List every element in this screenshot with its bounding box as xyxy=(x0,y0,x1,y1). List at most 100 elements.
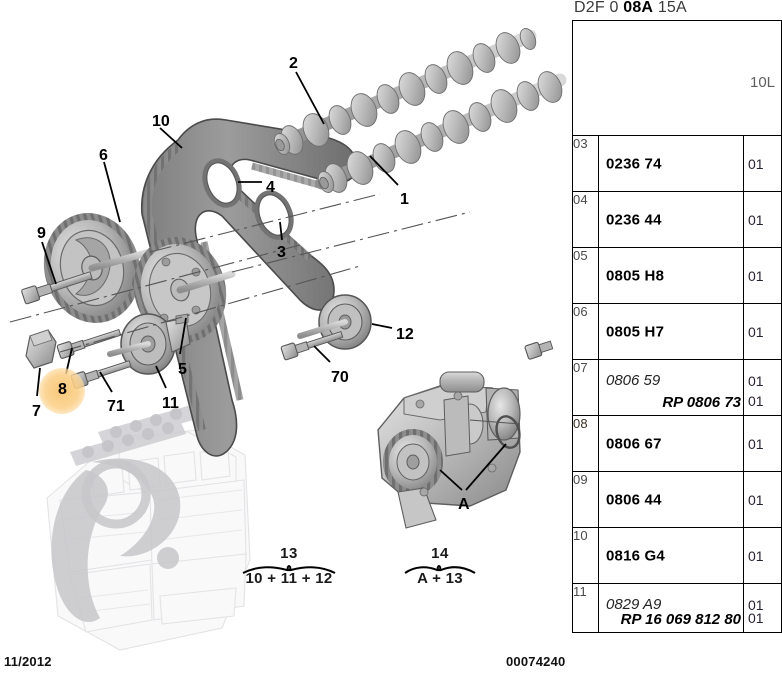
row-index: 09 xyxy=(572,471,599,528)
table-row-selected[interactable]: 08 0806 67 01 xyxy=(572,415,782,472)
assembly-13-result: 13 xyxy=(280,545,298,562)
quantity-value: 01 xyxy=(748,373,764,389)
table-row[interactable]: 03 0236 74 01 xyxy=(572,135,782,192)
part-reference: 0829 A9 xyxy=(606,596,662,613)
fastener-bolts xyxy=(21,271,554,389)
row-index: 04 xyxy=(572,191,599,248)
row-quantity: 01 xyxy=(742,527,782,584)
camshaft-inlet xyxy=(271,28,537,155)
callout-4: 4 xyxy=(266,179,275,196)
row-quantity: 01 xyxy=(742,303,782,360)
row-quantity: 01 xyxy=(742,135,782,192)
row-reference[interactable]: 0829 A9 RP 16 069 812 80 xyxy=(598,583,744,633)
table-row[interactable]: 09 0806 44 01 xyxy=(572,471,782,528)
row-reference[interactable]: 0805 H8 xyxy=(598,247,744,304)
part-reference: 0806 67 xyxy=(606,435,662,452)
brace-glyph xyxy=(404,564,476,574)
callout-10: 10 xyxy=(152,113,170,130)
table-row[interactable]: 07 0806 59 RP 0806 73 01 01 xyxy=(572,359,782,416)
table-row[interactable]: 05 0805 H8 01 xyxy=(572,247,782,304)
table-row[interactable]: 06 0805 H7 01 xyxy=(572,303,782,360)
parts-table: 10L 03 0236 74 01 04 0236 44 xyxy=(571,20,782,633)
part-reference: 0806 59 xyxy=(606,372,661,389)
quantity-value: 01 xyxy=(748,435,764,452)
table-header-row: 10L xyxy=(571,20,782,136)
part-reference: 0806 44 xyxy=(606,491,662,508)
part-reference: 0816 G4 xyxy=(606,547,665,564)
water-pump-assembly xyxy=(377,371,521,529)
part-reference: 0805 H8 xyxy=(606,267,665,284)
table-row[interactable]: 04 0236 44 01 xyxy=(572,191,782,248)
quantity-value: 01 xyxy=(748,547,764,564)
row-index: 06 xyxy=(572,303,599,360)
blanking-plug-7 xyxy=(25,329,57,369)
callout-6: 6 xyxy=(99,147,108,164)
callout-8: 8 xyxy=(58,381,67,398)
callout-9: 9 xyxy=(37,225,46,242)
section-code-prefix: D2F 0 xyxy=(574,0,624,16)
brace-glyph xyxy=(242,564,336,574)
brace-icon xyxy=(403,562,477,574)
assembly-14-result: 14 xyxy=(431,545,449,562)
catalogue-section-code: D2F 0 08A 15A xyxy=(574,0,687,17)
camshaft-hub-5 xyxy=(133,237,236,343)
row-reference[interactable]: 0236 74 xyxy=(598,135,744,192)
quantity-value: 01 xyxy=(748,323,764,340)
quantity-value-alt: 01 xyxy=(748,610,764,626)
row-index: 10 xyxy=(572,527,599,584)
parts-table-body: 10L 03 0236 74 01 04 0236 44 xyxy=(571,20,782,633)
callout-leader-lines xyxy=(36,71,507,491)
quantity-value: 01 xyxy=(748,155,764,172)
brace-icon xyxy=(241,562,337,574)
quantity-value: 01 xyxy=(748,597,764,613)
quantity-value: 01 xyxy=(748,211,764,228)
callout-7: 7 xyxy=(32,403,41,420)
row-index: 03 xyxy=(572,135,599,192)
callout-2: 2 xyxy=(289,55,298,72)
row-reference[interactable]: 0816 G4 xyxy=(598,527,744,584)
row-quantity: 01 xyxy=(742,415,782,472)
callout-A: A xyxy=(458,496,470,513)
centre-axis-lines xyxy=(9,193,471,353)
row-quantity: 01 xyxy=(742,471,782,528)
callout-1: 1 xyxy=(400,191,409,208)
part-reference: 0236 74 xyxy=(606,155,662,172)
drawing-number: 00074240 xyxy=(506,654,566,669)
row-reference[interactable]: 0806 67 xyxy=(598,415,744,472)
row-reference[interactable]: 0236 44 xyxy=(598,191,744,248)
timing-belt-assembly-illustration xyxy=(9,28,567,651)
row-quantity: 01 xyxy=(742,247,782,304)
callout-71: 71 xyxy=(107,398,125,415)
exploded-view-diagram: 1 2 3 4 5 6 7 8 9 10 11 12 70 71 A 13 10… xyxy=(4,28,567,669)
assembly-note-13: 13 10 + 11 + 12 xyxy=(241,546,337,587)
row-quantity: 01 xyxy=(742,191,782,248)
replacement-reference: RP 16 069 812 80 xyxy=(620,611,741,628)
row-quantity: 01 01 xyxy=(742,359,782,416)
section-code-bold: 08A xyxy=(623,0,654,16)
row-index: 05 xyxy=(572,247,599,304)
row-reference[interactable]: 0806 44 xyxy=(598,471,744,528)
header-note: 10L xyxy=(749,74,776,91)
callout-12: 12 xyxy=(396,326,414,343)
table-row[interactable]: 10 0816 G4 01 xyxy=(572,527,782,584)
belt-tensioner-11 xyxy=(107,313,191,375)
row-quantity: 01 01 xyxy=(742,583,782,633)
row-reference[interactable]: 0805 H7 xyxy=(598,303,744,360)
callout-11: 11 xyxy=(162,395,179,412)
table-row[interactable]: 11 0829 A9 RP 16 069 812 80 01 01 xyxy=(572,583,782,633)
callout-70: 70 xyxy=(331,369,349,386)
assembly-14-formula: A + 13 xyxy=(417,569,463,587)
row-index: 11 xyxy=(572,583,599,633)
row-index: 07 xyxy=(572,359,599,416)
row-index: 08 xyxy=(572,415,599,472)
part-8-highlight xyxy=(39,368,85,414)
quantity-value: 01 xyxy=(748,491,764,508)
replacement-reference: RP 0806 73 xyxy=(662,394,741,411)
table-header-cell: 10L xyxy=(571,20,782,136)
callout-3: 3 xyxy=(277,244,286,261)
part-reference: 0805 H7 xyxy=(606,323,665,340)
revision-date: 11/2012 xyxy=(4,654,52,669)
quantity-value-alt: 01 xyxy=(748,393,764,409)
row-reference[interactable]: 0806 59 RP 0806 73 xyxy=(598,359,744,416)
